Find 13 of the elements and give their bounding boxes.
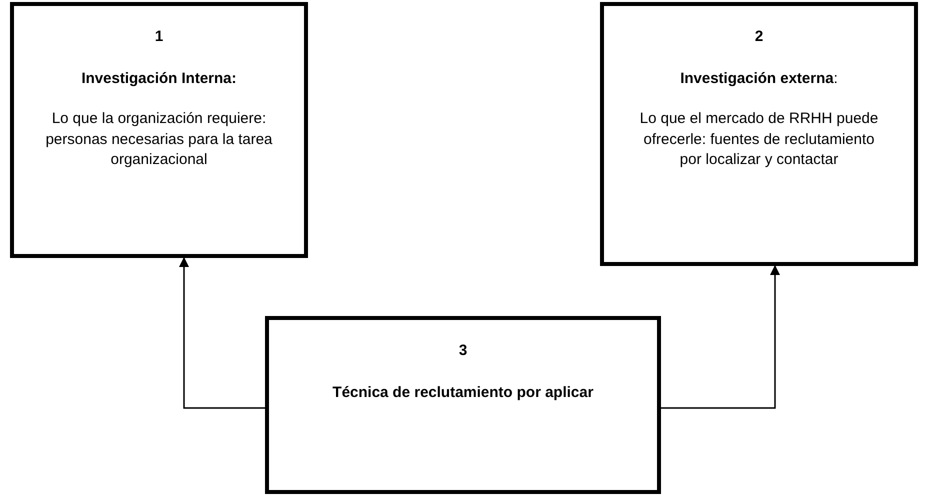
- box-number: 1: [154, 27, 164, 47]
- box-heading: Técnica de reclutamiento por aplicar: [332, 382, 594, 402]
- box-heading: Investigación Interna:: [81, 68, 237, 88]
- process-box: [10, 2, 308, 258]
- box-description: Lo que la organización requiere: personas necesarias para la tarea organizacional: [44, 109, 274, 170]
- box-heading: Investigación externa:: [680, 68, 838, 88]
- box-description: Lo que el mercado de RRHH puede ofrecerle: fuentes de reclutamiento por localizar y contactar: [638, 109, 880, 170]
- process-box: [265, 316, 661, 494]
- box-number: 3: [458, 341, 468, 361]
- arrow: [179, 257, 265, 409]
- arrow: [661, 265, 780, 409]
- process-box: [600, 2, 918, 266]
- box-number: 2: [754, 27, 764, 47]
